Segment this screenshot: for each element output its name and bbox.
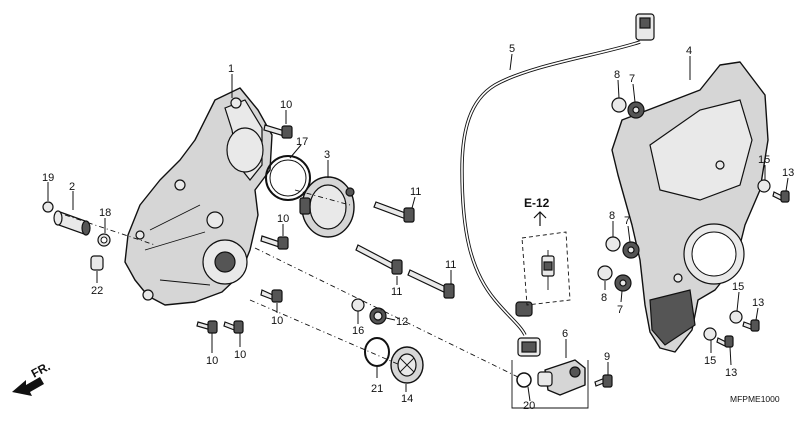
- callout-12: 12: [396, 316, 408, 328]
- part-3-cover: [299, 176, 355, 238]
- bolt-10-low: [260, 289, 283, 303]
- callout-1: 1: [228, 63, 234, 75]
- part-16-washer: [351, 298, 365, 312]
- callout-15-top: 15: [758, 154, 770, 166]
- callout-10-mid: 10: [277, 213, 289, 225]
- callout-16: 16: [352, 325, 364, 337]
- part-12-cap: [369, 307, 387, 325]
- grommet-set-low: [597, 265, 632, 292]
- callout-2: 2: [69, 181, 75, 193]
- callout-4: 4: [686, 45, 692, 57]
- screw-13-top: [757, 179, 790, 203]
- bolt-11-a: [373, 201, 415, 223]
- e12-inset: [521, 211, 571, 306]
- callout-15-low: 15: [704, 355, 716, 367]
- grommet-set-mid: [605, 236, 640, 259]
- callout-7-mid: 7: [624, 215, 630, 227]
- part-19-washer: [42, 201, 54, 213]
- callout-15-mid: 15: [732, 281, 744, 293]
- part-17-gasket: [265, 155, 311, 201]
- bolt-10-bottom-b: [223, 320, 244, 334]
- callout-21: 21: [371, 383, 383, 395]
- callout-8-mid: 8: [609, 210, 615, 222]
- callout-19: 19: [42, 172, 54, 184]
- callout-5: 5: [509, 43, 515, 55]
- alignment-lines: [64, 189, 521, 379]
- part-5-wire-harness: [460, 13, 655, 357]
- callout-13-low: 13: [725, 367, 737, 379]
- bolt-10-top: [263, 124, 293, 139]
- callout-11-a: 11: [410, 186, 421, 198]
- callout-9: 9: [604, 351, 610, 363]
- callout-6: 6: [562, 328, 568, 340]
- bolt-10-mid: [260, 235, 289, 250]
- callout-bracket-20: [511, 360, 589, 409]
- callout-8-top: 8: [614, 69, 620, 81]
- front-direction-label: FR.: [29, 359, 53, 380]
- front-direction-arrow-icon: [12, 377, 44, 396]
- part-9-bolt: [594, 374, 613, 388]
- leader-lines: [47, 53, 789, 402]
- callout-7-top: 7: [629, 73, 635, 85]
- callout-17: 17: [296, 136, 308, 148]
- grommet-set-top: [611, 97, 645, 119]
- diagram-code-label: MFPME1000: [730, 394, 780, 404]
- callout-22: 22: [91, 285, 103, 297]
- callout-20: 20: [523, 400, 535, 412]
- callout-18: 18: [99, 207, 111, 219]
- bolt-11-c: [407, 269, 455, 299]
- part-1-crankcase-cover: [124, 87, 273, 306]
- callout-10-top: 10: [280, 99, 292, 111]
- callout-10-low: 10: [271, 315, 283, 327]
- part-2-shaft: [53, 210, 91, 236]
- reference-e12-label: E-12: [524, 196, 550, 210]
- callout-14: 14: [401, 393, 413, 405]
- screw-13-low: [703, 327, 734, 348]
- callout-3: 3: [324, 149, 330, 161]
- callout-10-bottom-a: 10: [206, 355, 218, 367]
- callout-11-c: 11: [445, 259, 456, 271]
- callout-8-low: 8: [601, 292, 607, 304]
- part-6-sensor: [516, 359, 586, 396]
- part-22-dowel: [90, 255, 104, 271]
- part-14-plug: [390, 346, 424, 384]
- part-4-side-cover: [611, 61, 769, 353]
- bolt-10-bottom-a: [196, 320, 218, 334]
- callout-11-b: 11: [391, 286, 402, 298]
- callout-7-low: 7: [617, 304, 623, 316]
- callout-10-bottom-b: 10: [234, 349, 246, 361]
- part-21-o-ring: [364, 337, 390, 367]
- bolt-11-b: [355, 244, 403, 275]
- screw-13-mid: [729, 310, 760, 332]
- callout-13-mid: 13: [752, 297, 764, 309]
- callout-13-top: 13: [782, 167, 794, 179]
